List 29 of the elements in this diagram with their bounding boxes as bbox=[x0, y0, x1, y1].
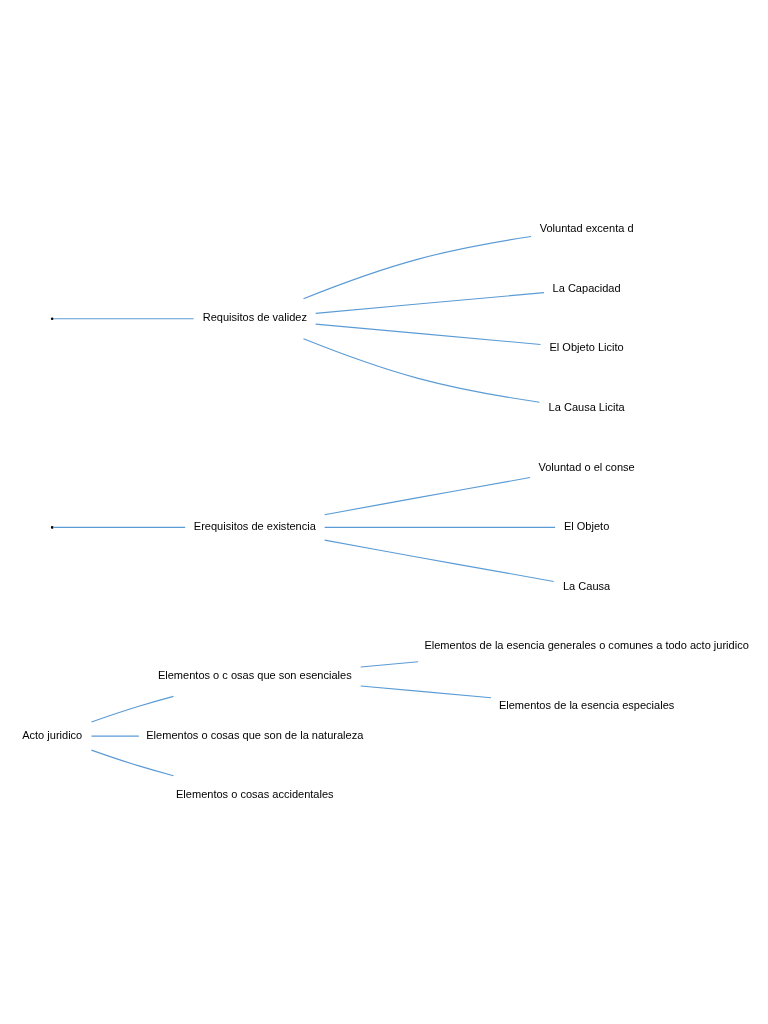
connector bbox=[324, 476, 531, 515]
node-text: El Objeto Licito bbox=[549, 340, 624, 353]
node-text: El Objeto bbox=[563, 519, 610, 532]
node-text: Acto juridico bbox=[22, 728, 83, 741]
connector bbox=[324, 526, 556, 528]
node-text: Voluntad o el conse bbox=[538, 460, 635, 473]
connector bbox=[90, 695, 175, 723]
node-text: La Capacidad bbox=[552, 281, 621, 294]
node-text: Elementos o c osas que son esenciales bbox=[157, 668, 352, 681]
connector bbox=[302, 337, 541, 403]
node-text: Erequisitos de existencia bbox=[193, 519, 316, 532]
node-text: Elementos o cosas accidentales bbox=[176, 787, 334, 800]
node-text: Requisitos de validez bbox=[202, 310, 307, 323]
connector bbox=[315, 291, 545, 314]
node-text: La Causa Licita bbox=[548, 400, 625, 413]
connector bbox=[52, 526, 186, 528]
node-text: Elementos de la esencia especiales bbox=[498, 698, 675, 711]
connector bbox=[324, 539, 555, 582]
connector bbox=[90, 749, 175, 776]
connector bbox=[302, 235, 532, 299]
node-text: Elementos de la esencia generales o comunes a todo acto juridico bbox=[424, 638, 749, 651]
connector bbox=[52, 317, 195, 319]
node-text: Voluntad excenta d bbox=[539, 221, 634, 234]
node-text: La Causa bbox=[562, 579, 611, 592]
connector bbox=[360, 684, 492, 698]
node-text: Elementos o cosas que son de la naturaleza bbox=[146, 728, 364, 741]
connector bbox=[360, 660, 419, 668]
connector bbox=[315, 323, 542, 345]
connector bbox=[90, 735, 140, 737]
